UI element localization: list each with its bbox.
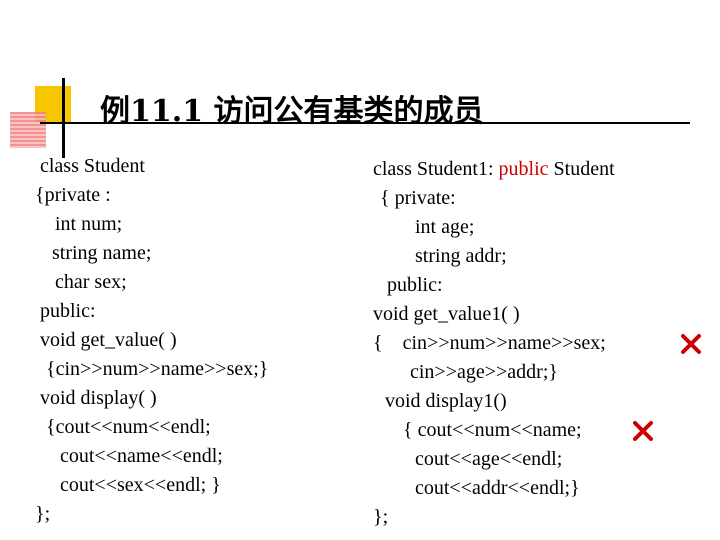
code-line: char sex; bbox=[55, 271, 127, 293]
code-line: class Student bbox=[40, 155, 145, 177]
title-underline bbox=[40, 122, 690, 124]
code-line: {cout<<num<<endl; bbox=[46, 416, 211, 438]
code-line: int num; bbox=[55, 213, 123, 235]
code-line: int age; bbox=[415, 216, 475, 238]
code-text: class Student1: bbox=[373, 158, 499, 180]
x-mark-icon bbox=[681, 334, 701, 354]
code-line: cin>>age>>addr;} bbox=[410, 361, 558, 383]
public-keyword: public bbox=[498, 158, 549, 180]
code-line: void get_value1( ) bbox=[373, 303, 520, 325]
code-line: class Student1: public Student bbox=[373, 155, 615, 184]
code-line: string addr; bbox=[415, 245, 507, 267]
code-line: cout<<addr<<endl;} bbox=[415, 477, 580, 499]
code-line: { cin>>num>>name>>sex; bbox=[373, 332, 606, 354]
code-line: }; bbox=[373, 506, 389, 528]
code-line: void get_value( ) bbox=[40, 329, 177, 351]
code-line: public: bbox=[387, 274, 443, 296]
code-text: Student bbox=[548, 158, 615, 180]
code-line: }; bbox=[35, 503, 51, 525]
x-mark-icon bbox=[633, 421, 653, 441]
code-line: cout<<age<<endl; bbox=[415, 448, 563, 470]
code-line: { cout<<num<<name; bbox=[403, 419, 582, 441]
code-line: {private : bbox=[35, 184, 111, 206]
slide-title: 例11.1 访问公有基类的成员 bbox=[100, 94, 484, 129]
code-line: string name; bbox=[52, 242, 152, 264]
code-line: cout<<name<<endl; bbox=[60, 445, 223, 467]
code-line: void display( ) bbox=[40, 387, 157, 409]
code-line: public: bbox=[40, 300, 96, 322]
title-decor-vertical-line bbox=[62, 78, 65, 158]
code-line: cout<<sex<<endl; } bbox=[60, 474, 221, 496]
title-decor-red-square bbox=[10, 112, 46, 148]
code-line: void display1() bbox=[385, 390, 507, 412]
code-line: {cin>>num>>name>>sex;} bbox=[46, 358, 269, 380]
code-line: { private: bbox=[380, 187, 456, 209]
